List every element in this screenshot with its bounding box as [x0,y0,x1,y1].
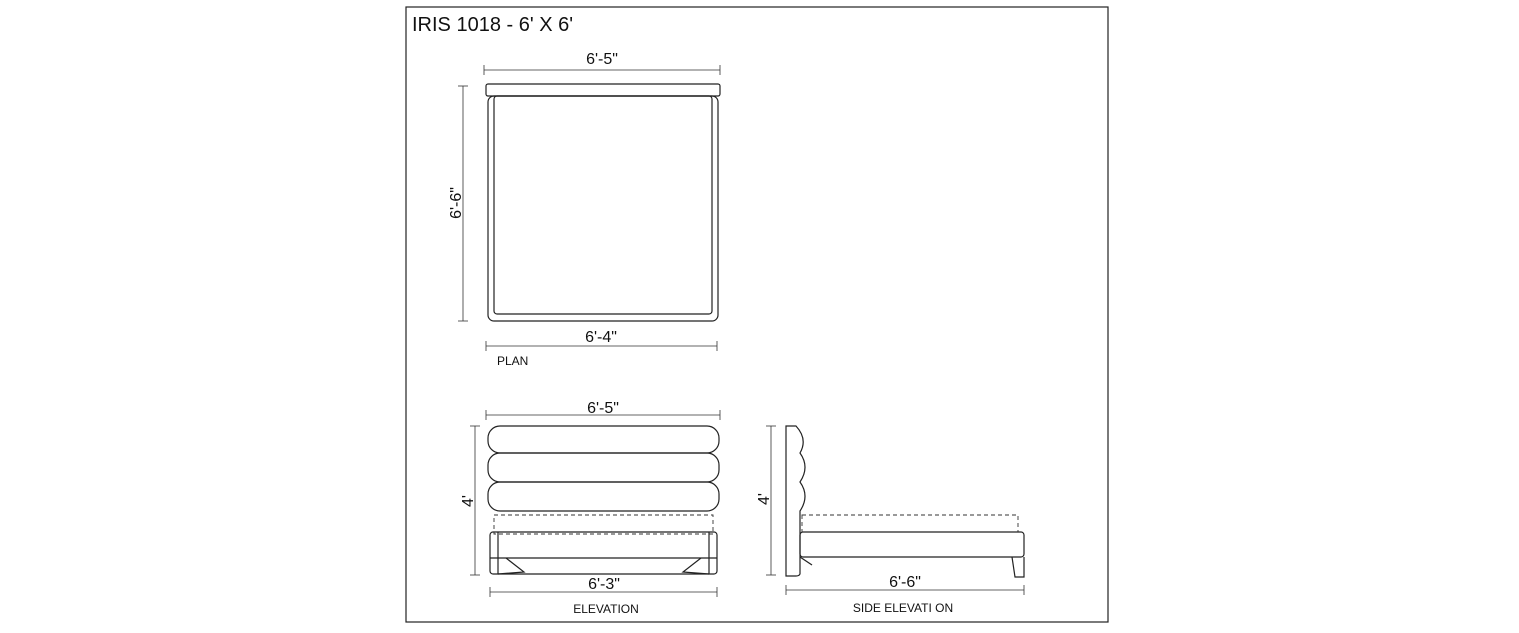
side-elevation-caption: SIDE ELEVATI ON [853,601,953,615]
elevation-channel-3 [487,481,720,512]
plan-top-width-label: 6'-5" [586,51,618,68]
plan-bed-outer [487,95,719,322]
elevation-top-width-label: 6'-5" [587,400,619,417]
plan-bottom-width-label: 6'-4" [585,329,617,346]
plan-bed-inner [493,95,713,315]
side-elevation-length-label: 6'-6" [889,574,921,591]
side-head-leg [799,556,813,566]
sheet-border [405,6,1109,623]
drawing-title: IRIS 1018 - 6' X 6' [412,14,573,36]
elevation-frame [489,531,718,575]
plan-headboard [485,83,721,97]
side-elevation-view: 4' 6'-6" SIDE ELEVATI ON [756,425,1025,615]
elevation-channel-2 [487,452,720,483]
elevation-right-leg [681,557,710,575]
plan-depth-label: 6'-6" [448,187,465,219]
plan-caption: PLAN [497,354,528,368]
side-rail [799,531,1025,558]
elevation-height-label: 4' [460,495,477,507]
side-elevation-height-label: 4' [756,493,773,505]
side-foot-leg [1011,556,1025,578]
elevation-caption: ELEVATION [573,602,639,616]
elevation-channel-1 [487,425,720,454]
elevation-left-leg [497,557,526,575]
elevation-bottom-width-label: 6'-3" [588,576,620,593]
side-headboard [785,425,806,577]
side-mattress [801,514,1019,533]
plan-view: 6'-5" 6'-6" 6'-4" PLAN [448,51,721,368]
elevation-mattress [493,514,714,535]
elevation-view: 6'-5" 4' 6'-3" ELEVATION [460,400,721,616]
